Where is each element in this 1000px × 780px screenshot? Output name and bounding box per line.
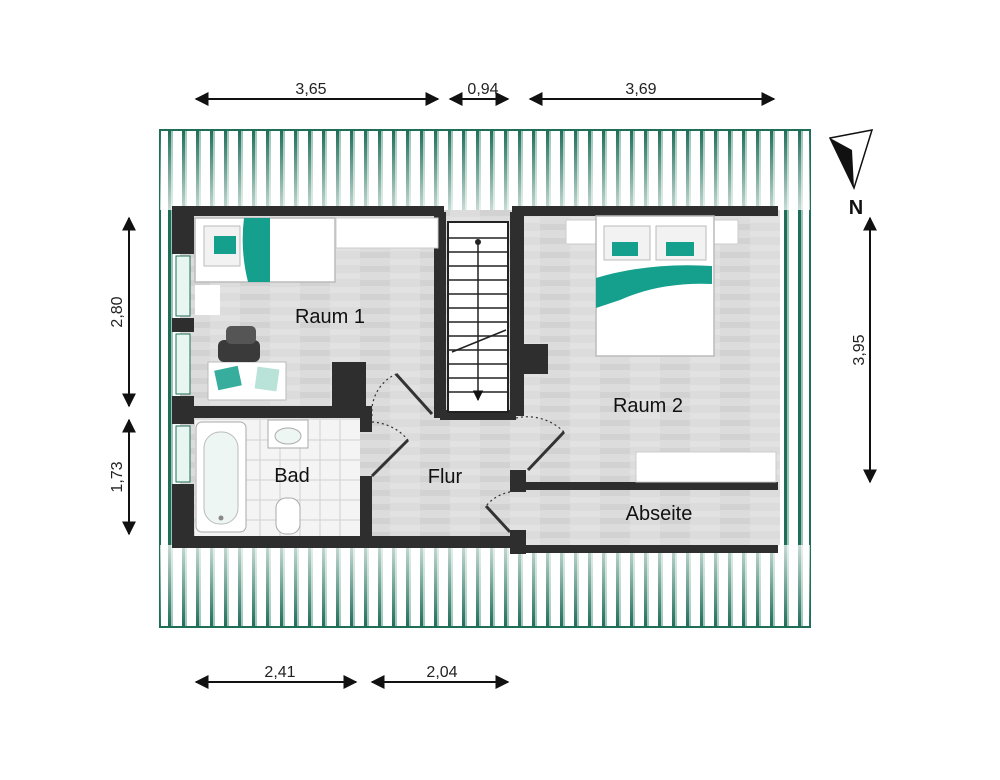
dim-top-right: 3,69	[625, 81, 656, 98]
wardrobe	[635, 451, 777, 483]
walls	[172, 206, 778, 554]
dim-left-lower: 1,73	[109, 461, 126, 492]
staircase	[447, 221, 509, 413]
dim-bottom-left: 2,41	[264, 664, 295, 681]
shelf	[335, 217, 439, 249]
single-bed	[194, 217, 336, 283]
bathtub	[195, 421, 247, 533]
dim-top-middle: 0,94	[467, 81, 498, 98]
dim-top-left: 3,65	[295, 81, 326, 98]
room-label-raum-2: Raum 2	[613, 395, 683, 417]
dim-bottom-middle: 2,04	[426, 664, 457, 681]
windows-left	[175, 255, 191, 483]
dim-left-upper: 2,80	[109, 296, 126, 327]
double-bed	[565, 215, 739, 357]
room-label-abseite: Abseite	[626, 503, 693, 525]
compass-north-label: N	[849, 197, 863, 219]
desk	[207, 361, 287, 401]
toilet	[275, 497, 301, 535]
dim-right: 3,95	[851, 334, 868, 365]
doors	[370, 372, 566, 534]
room-label-flur: Flur	[428, 466, 463, 488]
compass-arrow-icon	[828, 129, 874, 191]
room-label-bad: Bad	[274, 465, 310, 487]
dimension-lines	[122, 92, 877, 689]
office-chair	[218, 326, 260, 362]
sink	[267, 419, 309, 449]
room-label-raum-1: Raum 1	[295, 306, 365, 328]
